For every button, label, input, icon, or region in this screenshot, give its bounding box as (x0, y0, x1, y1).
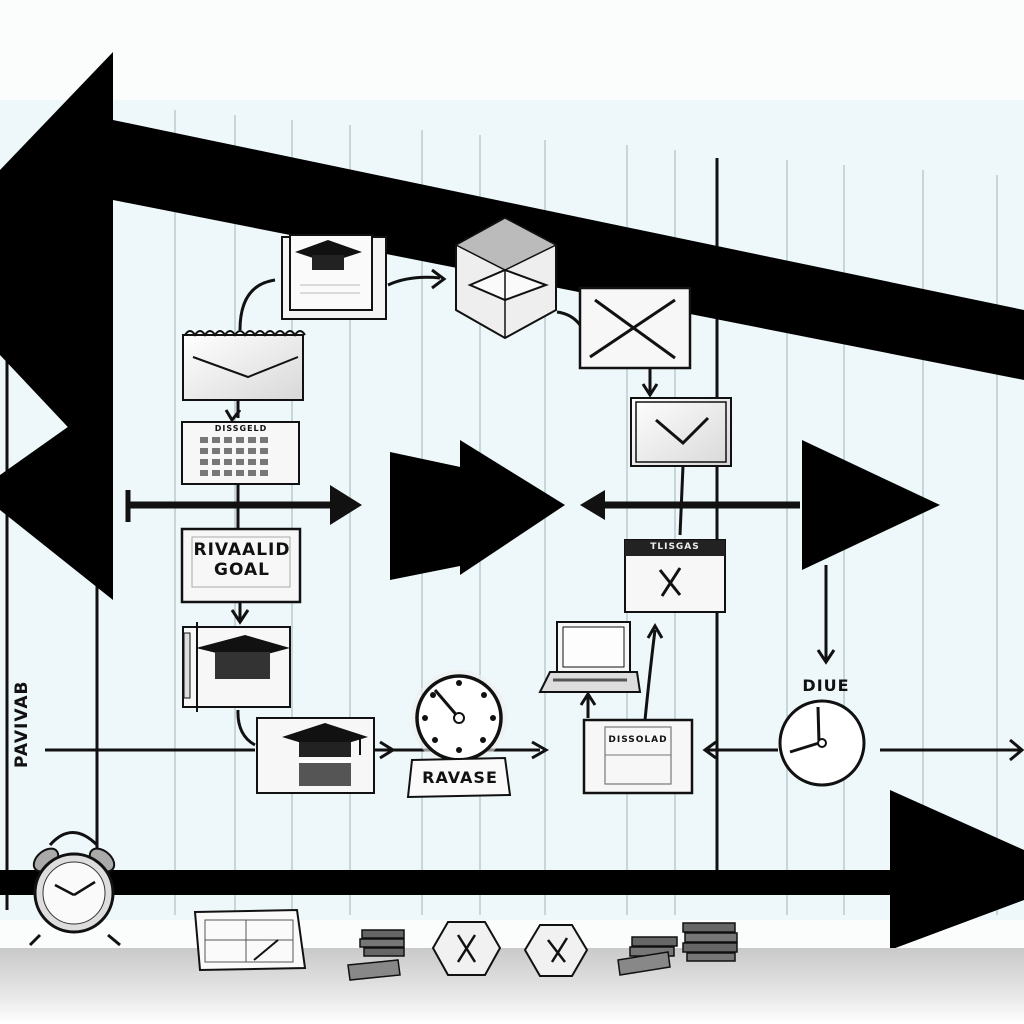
calendar-x-node (624, 539, 726, 613)
rivalid-goal-line2: GOAL (214, 560, 270, 580)
x-box-node (578, 286, 692, 370)
pavivab-label: PAVIVAB (12, 680, 32, 768)
pencil-icon (183, 632, 191, 699)
grad-cap-box-node (256, 717, 375, 794)
alarm-clock-node (28, 831, 121, 947)
check-box-node (630, 397, 732, 467)
document-icon (582, 718, 694, 795)
due-label: DIUE (802, 676, 850, 695)
right-triangle-arrow (802, 440, 940, 570)
graduation-cap-icon (295, 240, 362, 263)
center-double-arrow-right (460, 440, 565, 575)
center-double-arrow-left (390, 452, 465, 580)
curved-arrow (238, 278, 276, 331)
arrow-head-left (580, 490, 605, 520)
arrow-head (330, 485, 362, 525)
x-hexagon (431, 921, 502, 976)
book-stack (617, 936, 678, 976)
dissolad-label: DISSOLAD (608, 735, 668, 745)
stopwatch-node (406, 670, 512, 799)
book-stack (347, 929, 405, 981)
open-box-node (454, 216, 558, 340)
grad-cap-pencil-node (182, 622, 291, 712)
check-mark-icon (655, 416, 710, 446)
calendar-header-label: DISSGELD (214, 424, 268, 433)
calendar-x-header-label: TLISGAS (650, 542, 700, 552)
envelope-node (182, 330, 306, 401)
due-arrow-head (816, 649, 836, 665)
rivalid-goal-line1: RIVAALID (193, 540, 291, 560)
floor (0, 948, 1024, 1024)
sky-area (0, 0, 1024, 100)
envelope-icon (182, 334, 304, 401)
chart-sheet (193, 908, 307, 972)
bottom-right-arrow (0, 790, 1024, 950)
x-mark-icon (594, 298, 676, 360)
ravase-label: RAVASE (422, 768, 498, 787)
book-stack (682, 922, 738, 962)
laptop-node (538, 621, 642, 693)
rivalid-goal-node (180, 527, 302, 604)
due-clock-node (778, 699, 866, 787)
x-hexagon (523, 924, 589, 977)
calendar-grid-node (181, 421, 300, 485)
dissolad-node (582, 718, 694, 795)
rivalid-goal-label: RIVAALID GOAL (190, 540, 294, 580)
left-triangle-arrow (0, 395, 113, 600)
grad-cap-document-node (281, 234, 387, 320)
